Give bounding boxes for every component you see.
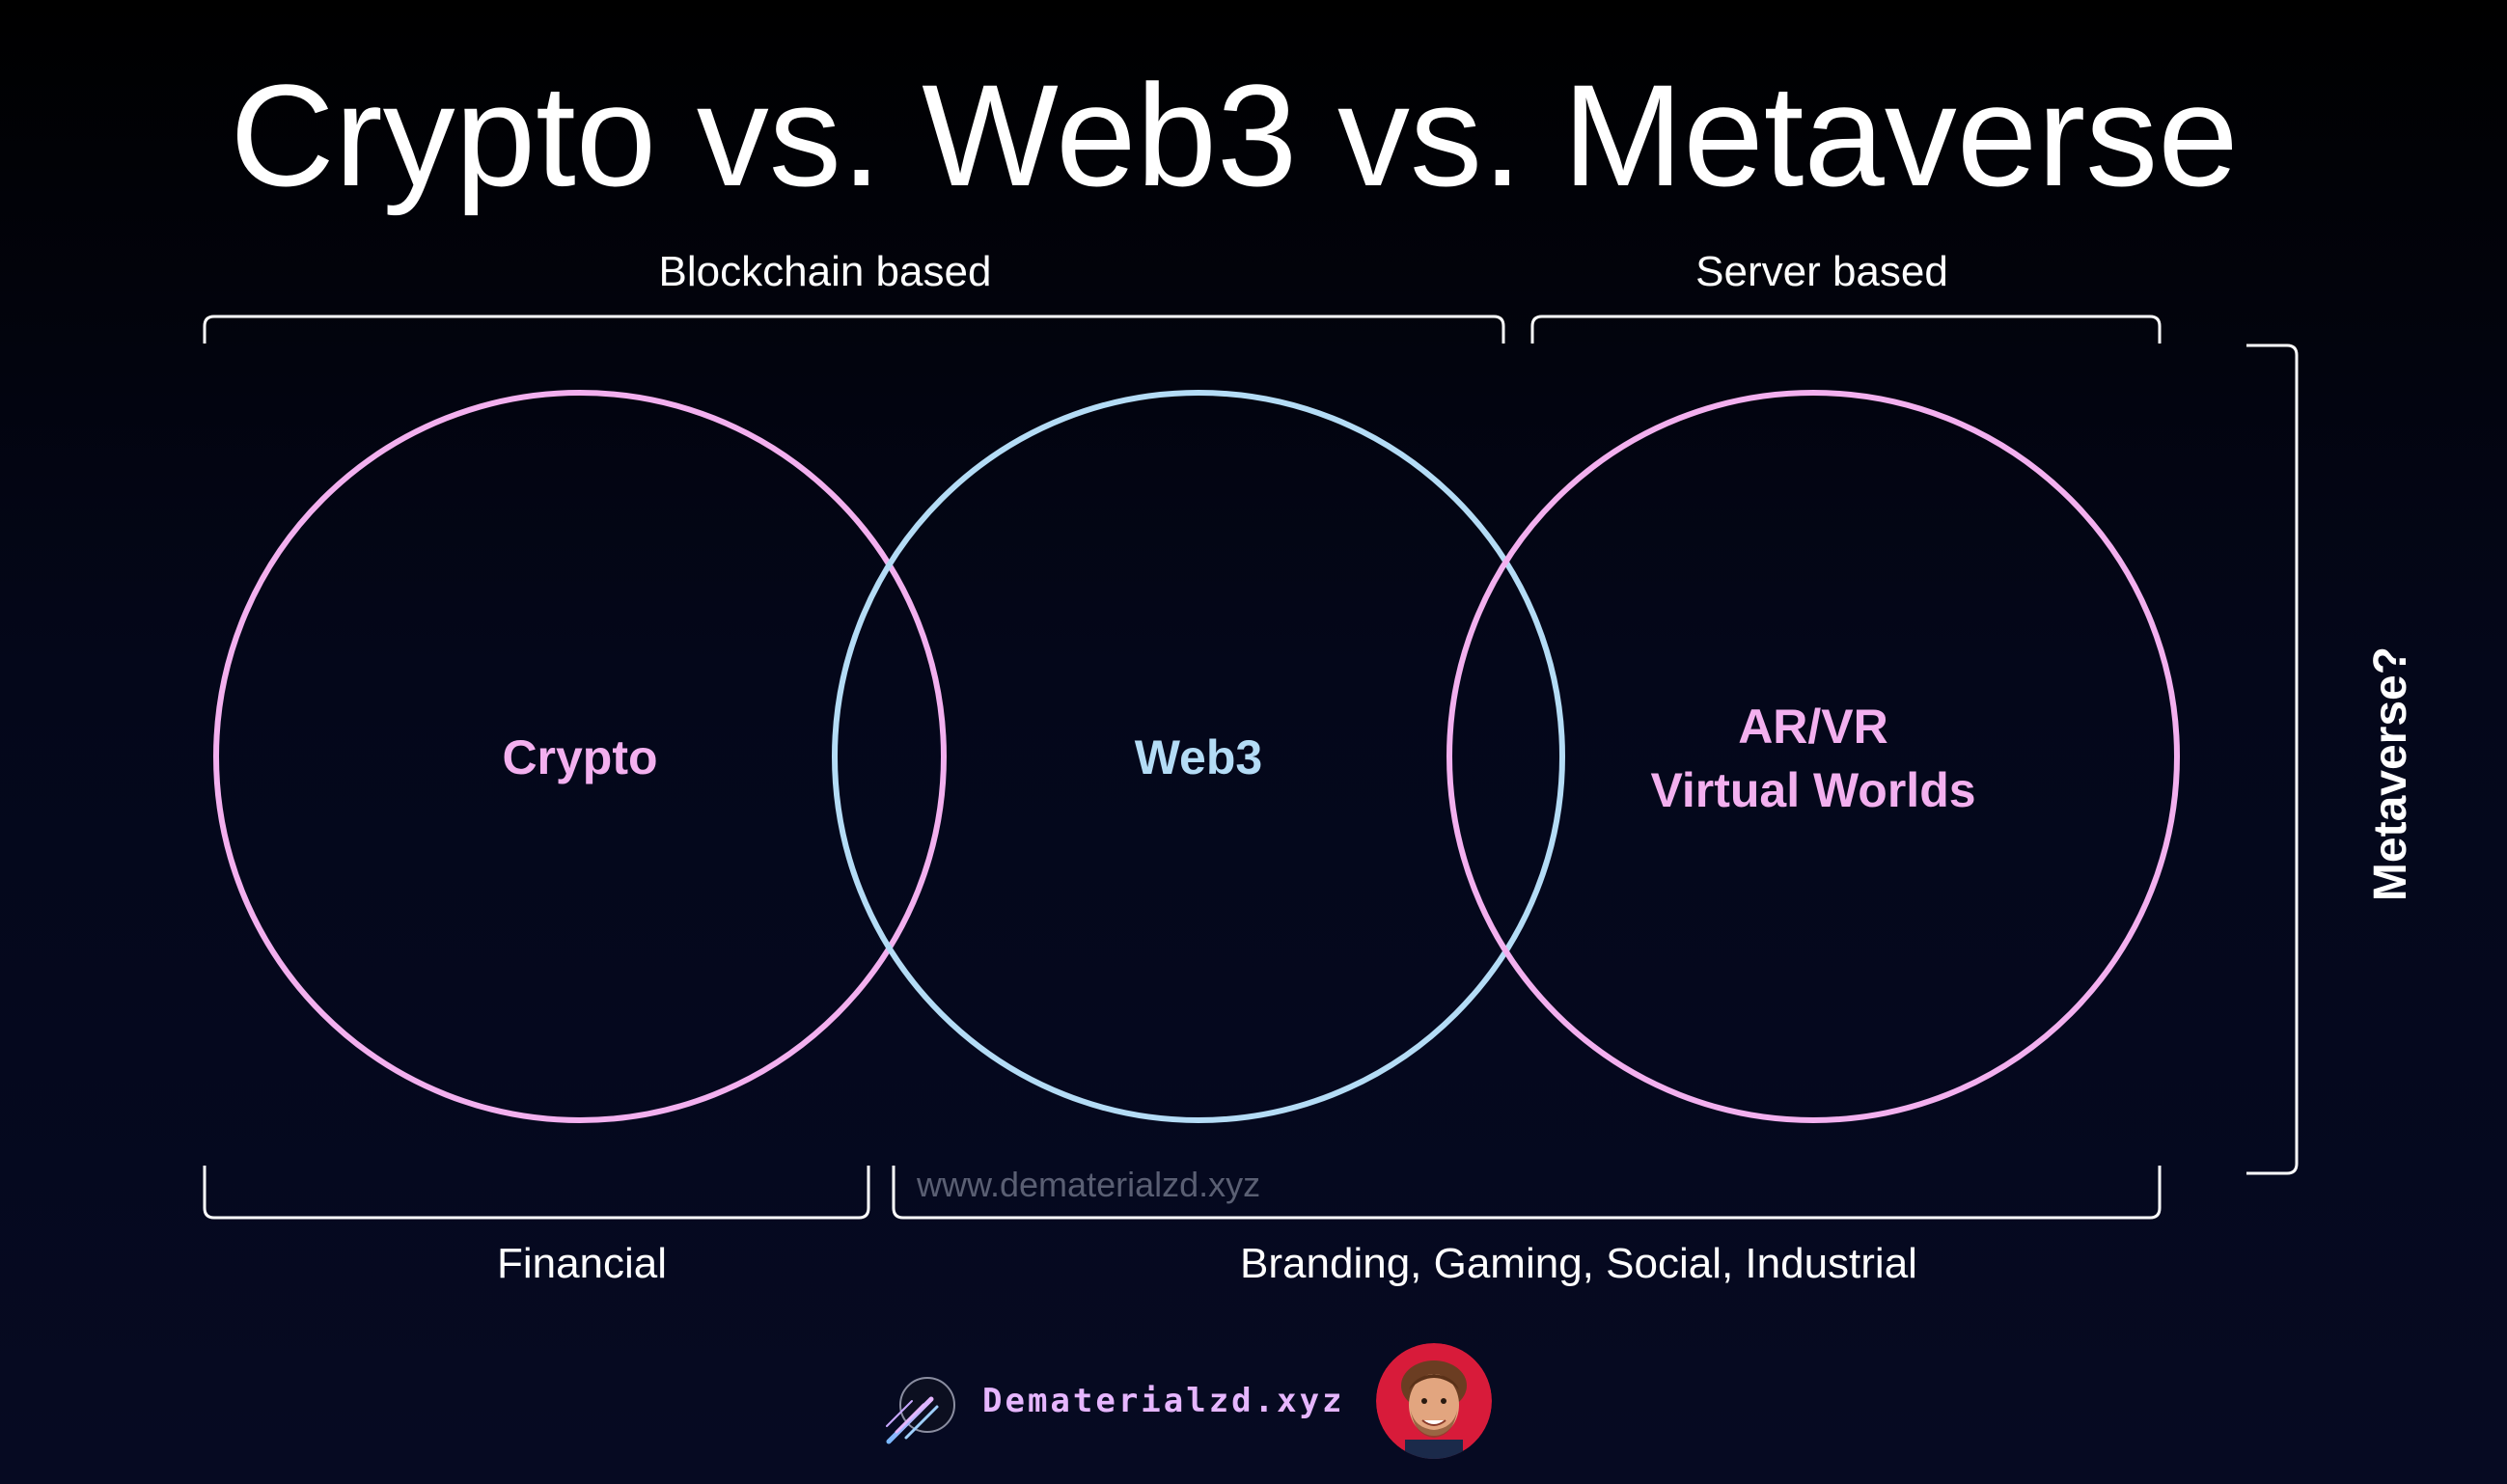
uses-bracket: [892, 1166, 2162, 1220]
blockchain-label: Blockchain based: [659, 248, 992, 295]
server-bracket: [1530, 315, 2162, 344]
meteor-logo-icon: [883, 1370, 960, 1447]
blockchain-bracket: [203, 315, 1505, 344]
metaverse-label: Metaverse?: [2365, 646, 2416, 901]
page-title: Crypto vs. Web3 vs. Metaverse: [230, 54, 2238, 216]
uses-label: Branding, Gaming, Social, Industrial: [1240, 1240, 1917, 1287]
brand-name: Dematerialzd.xyz: [982, 1382, 1345, 1420]
financial-bracket: [203, 1166, 870, 1220]
crypto-circle: [213, 390, 947, 1123]
server-label: Server based: [1695, 248, 1948, 295]
arvr-label: AR/VR: [1738, 700, 1888, 754]
financial-label: Financial: [497, 1240, 667, 1287]
avatar-portrait-icon: [1376, 1343, 1492, 1459]
arvr-circle: [1446, 390, 2180, 1123]
virtual-worlds-label: Virtual Worlds: [1650, 763, 1975, 817]
web3-label: Web3: [1135, 730, 1262, 784]
metaverse-bracket: [2246, 344, 2299, 1175]
watermark: www.dematerialzd.xyz: [916, 1165, 1260, 1204]
crypto-label: Crypto: [502, 730, 657, 784]
web3-circle: [832, 390, 1565, 1123]
